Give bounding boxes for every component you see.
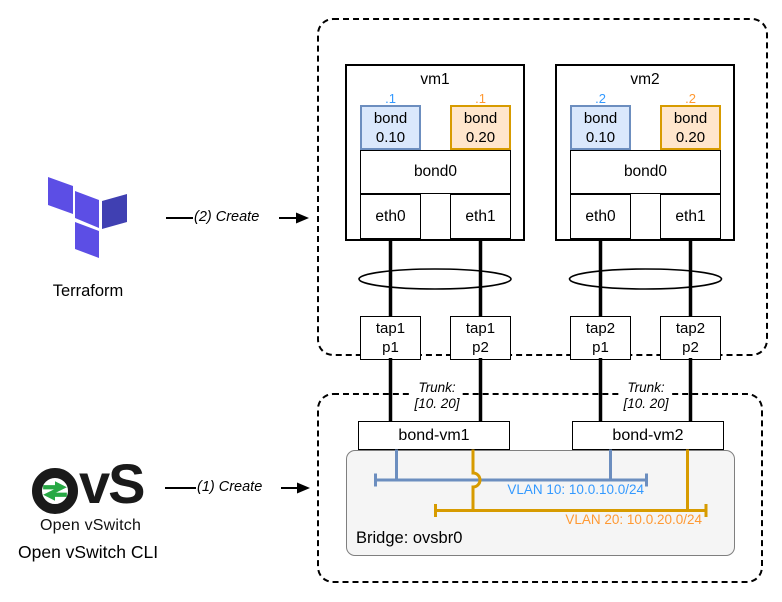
vm2-bond020-box: bond 0.20 [660,105,721,150]
ovs-wordmark: Open vSwitch [40,517,142,534]
tap2p2-box: tap2 p2 [660,316,721,360]
vm2-bond010-label-line1: bond [583,109,618,127]
terraform-caption: Terraform [52,282,124,300]
vm2-bond020-ip-tag: .2 [685,91,696,106]
trunk-left-line1: Trunk: [418,380,456,395]
vlan10-label: VLAN 10: 10.0.10.0/24 [507,482,644,497]
vm1-bond010-label-line1: bond [373,109,408,127]
tap1p1-box: tap1 p1 [360,316,421,360]
vm1-eth1-box: eth1 [450,194,511,239]
terraform-shape-middle [75,191,99,228]
vm2-eth0-box: eth0 [570,194,631,239]
trunk-label-left: Trunk: [10. 20] [411,379,463,412]
vm1-box: vm1 .1 .1 bond 0.10 bond 0.20 bond0 eth0… [345,64,525,241]
trunk-right-line1: Trunk: [627,380,665,395]
terraform-shape-bottom [75,222,99,258]
vm2-bond020-label-line1: bond [673,109,708,127]
ovs-logo-text: vS [79,452,145,515]
vlan20-label: VLAN 20: 10.0.20.0/24 [565,512,702,527]
swap-arrows-icon [43,481,67,501]
tap1p1-line2: p1 [382,339,399,356]
create-step-2-label: (2) Create [194,209,260,225]
vm2-bond010-label-line2: 0.10 [585,128,616,146]
vm-layer-container [317,18,768,356]
ovs-logo-ring [32,468,78,514]
vm1-eth0-box: eth0 [360,194,421,239]
vm2-title: vm2 [630,71,660,88]
bond-vm2-box: bond-vm2 [572,421,724,450]
vm1-bond020-label-line1: bond [463,109,498,127]
trunk-left-line2: [10. 20] [414,395,460,411]
vm2-eth1-box: eth1 [660,194,721,239]
trunk-label-right: Trunk: [10. 20] [620,379,672,412]
tap2p1-line2: p1 [592,339,609,356]
vm1-bond010-label-line2: 0.10 [375,128,406,146]
bridge-box [346,450,735,556]
bridge-label: Bridge: ovsbr0 [356,529,463,547]
trunk-right-line2: [10. 20] [623,395,669,411]
vm1-bond020-ip-tag: .1 [475,91,486,106]
ovs-cli-caption: Open vSwitch CLI [18,542,159,562]
ovs-layer-container [317,393,763,583]
vm2-box: vm2 .2 .2 bond 0.10 bond 0.20 bond0 eth0… [555,64,735,241]
create-step-2-arrowhead-icon [296,212,309,224]
vm2-bond010-ip-tag: .2 [595,91,606,106]
tap2p2-line2: p2 [682,339,699,356]
terraform-logo-icon [48,177,127,258]
arrow-left-shape [43,488,67,501]
tap2p1-box: tap2 p1 [570,316,631,360]
vm1-bond020-label-line2: 0.20 [465,128,496,146]
vm1-bond010-box: bond 0.10 [360,105,421,150]
tap1p1-line1: tap1 [375,320,406,337]
tap1p2-line1: tap1 [465,320,496,337]
vm1-bond010-ip-tag: .1 [385,91,396,106]
tap2p1-line1: tap2 [585,320,616,337]
bond-vm1-box: bond-vm1 [358,421,510,450]
vm1-title: vm1 [420,71,450,88]
vm1-bond0-box: bond0 [360,150,511,194]
terraform-shape-left [48,177,73,214]
tap1p2-line2: p2 [472,339,489,356]
tap2p2-line1: tap2 [675,320,706,337]
vm1-bond020-box: bond 0.20 [450,105,511,150]
create-step-1-arrowhead-icon [297,482,310,494]
create-step-1-label: (1) Create [197,479,263,495]
arrow-right-shape [43,481,67,494]
vm2-bond0-box: bond0 [570,150,721,194]
vm2-bond010-box: bond 0.10 [570,105,631,150]
terraform-shape-right [102,194,127,229]
vm2-bond020-label-line2: 0.20 [675,128,706,146]
tap1p2-box: tap1 p2 [450,316,511,360]
